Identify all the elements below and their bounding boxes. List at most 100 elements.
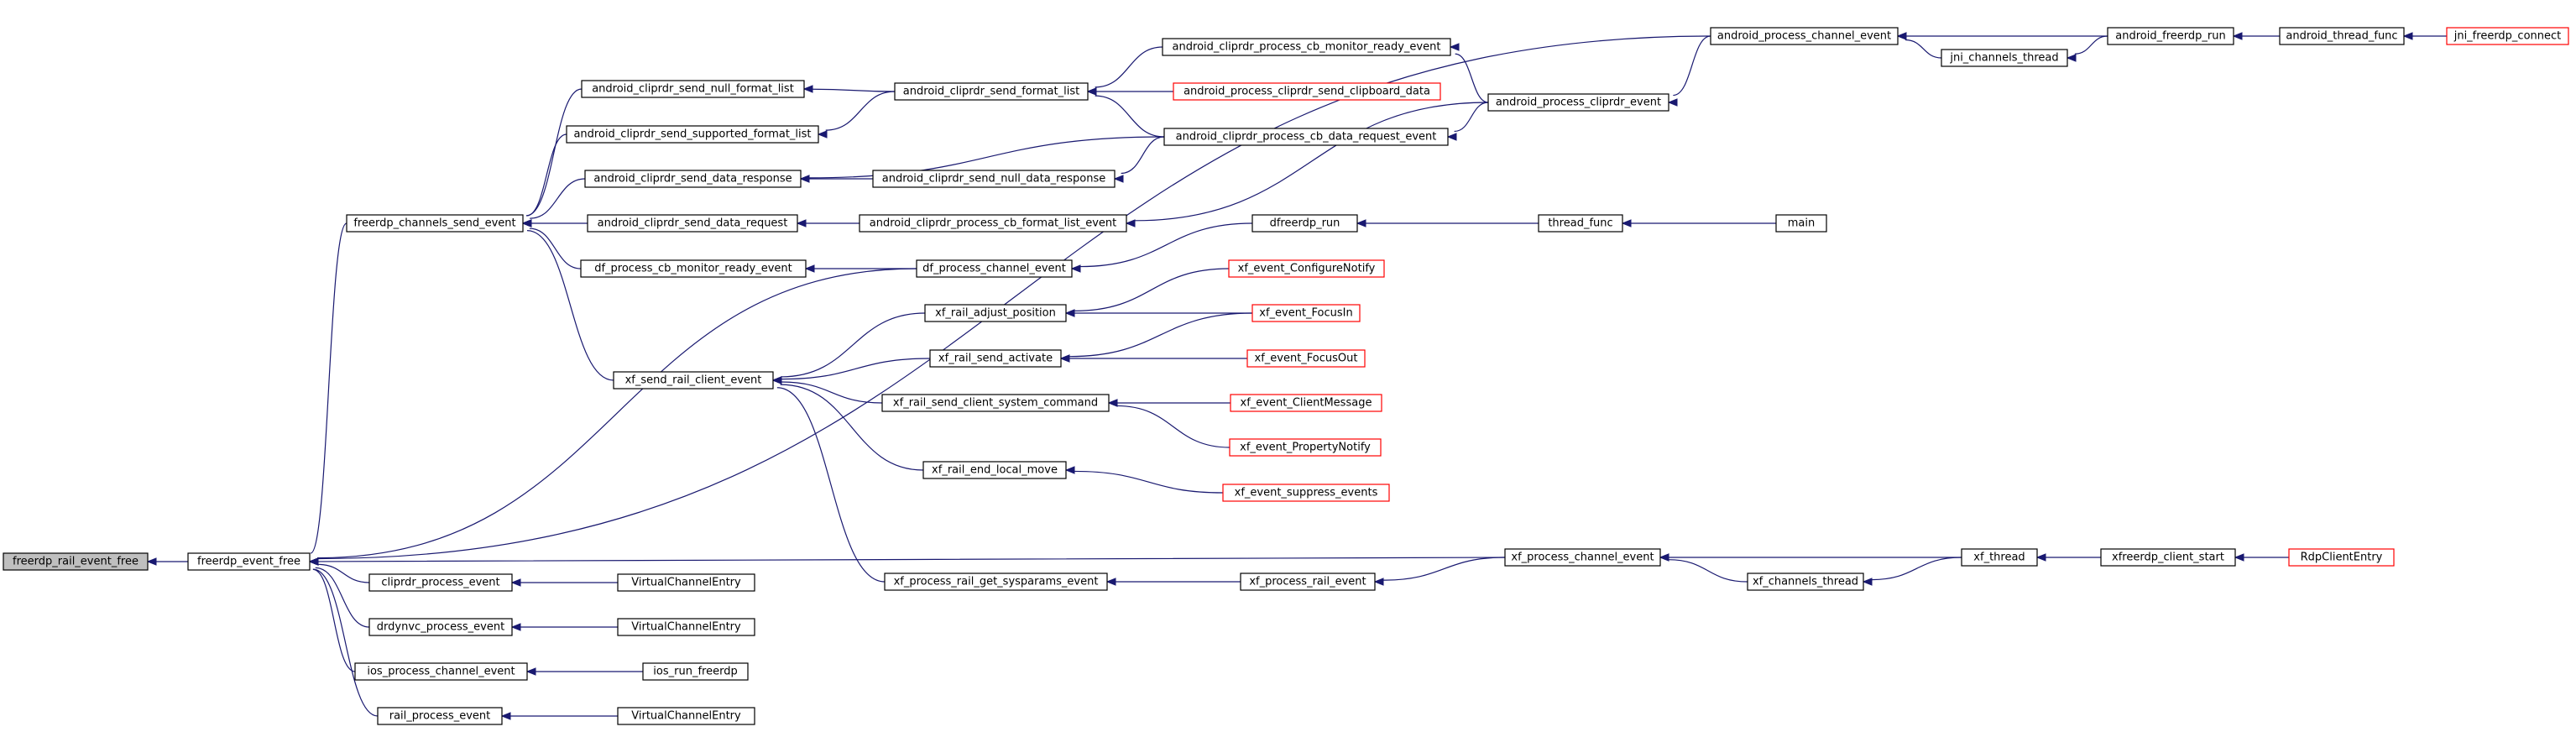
- node-rail-process-event[interactable]: rail_process_event: [377, 707, 503, 725]
- node-ios-process-channel-event[interactable]: ios_process_channel_event: [354, 662, 528, 681]
- node-xf-rail-end-local-move[interactable]: xf_rail_end_local_move: [922, 461, 1067, 479]
- node-box[interactable]: [587, 214, 798, 233]
- node-box[interactable]: [1222, 484, 1390, 502]
- node-box[interactable]: [1240, 573, 1376, 591]
- node-android-cliprdr-send-supported-format-list[interactable]: android_cliprdr_send_supported_format_li…: [566, 125, 819, 144]
- node-box[interactable]: [2288, 548, 2395, 567]
- node-android-process-cliprdr-event[interactable]: android_process_cliprdr_event: [1487, 93, 1669, 112]
- node-box[interactable]: [929, 349, 1062, 368]
- node-xf-rail-adjust-position[interactable]: xf_rail_adjust_position: [924, 304, 1067, 322]
- node-android-thread-func[interactable]: android_thread_func: [2279, 27, 2405, 45]
- node-drdynvc-process-event[interactable]: drdynvc_process_event: [368, 618, 513, 636]
- node-box[interactable]: [584, 170, 802, 188]
- node-xf-event-suppress-events[interactable]: xf_event_suppress_events: [1222, 484, 1390, 502]
- node-box[interactable]: [1961, 548, 2038, 567]
- node-box[interactable]: [1173, 82, 1441, 101]
- node-ios-run-freerdp[interactable]: ios_run_freerdp: [642, 662, 749, 681]
- node-box[interactable]: [187, 552, 311, 571]
- node-df-process-channel-event[interactable]: df_process_channel_event: [916, 259, 1073, 278]
- node-xf-event-configurenotify[interactable]: xf_event_ConfigureNotify: [1228, 259, 1385, 278]
- node-xf-event-focusout[interactable]: xf_event_FocusOut: [1246, 349, 1366, 368]
- node-android-cliprdr-send-null-format-list[interactable]: android_cliprdr_send_null_format_list: [581, 80, 805, 98]
- node-rdpcliententry[interactable]: RdpClientEntry: [2288, 548, 2395, 567]
- node-box[interactable]: [1229, 438, 1382, 457]
- node-android-cliprdr-send-data-request[interactable]: android_cliprdr_send_data_request: [587, 214, 798, 233]
- node-box[interactable]: [1487, 93, 1669, 112]
- node-box[interactable]: [1251, 214, 1358, 233]
- node-xf-event-propertynotify[interactable]: xf_event_PropertyNotify: [1229, 438, 1382, 457]
- node-xfreerdp-client-start[interactable]: xfreerdp_client_start: [2100, 548, 2236, 567]
- node-box[interactable]: [566, 125, 819, 144]
- node-box[interactable]: [859, 214, 1127, 233]
- node-box[interactable]: [872, 170, 1116, 188]
- node-box[interactable]: [377, 707, 503, 725]
- node-android-cliprdr-process-cb-monitor-ready-event[interactable]: android_cliprdr_process_cb_monitor_ready…: [1162, 38, 1451, 56]
- node-android-cliprdr-process-cb-data-request-event[interactable]: android_cliprdr_process_cb_data_request_…: [1163, 128, 1449, 146]
- node-box[interactable]: [346, 214, 524, 233]
- node-box[interactable]: [1710, 27, 1899, 45]
- node-android-cliprdr-process-cb-format-list-event[interactable]: android_cliprdr_process_cb_format_list_e…: [859, 214, 1127, 233]
- node-box[interactable]: [613, 371, 774, 390]
- node-android-cliprdr-send-null-data-response[interactable]: android_cliprdr_send_null_data_response: [872, 170, 1116, 188]
- node-box[interactable]: [884, 573, 1108, 591]
- node-box[interactable]: [2100, 548, 2236, 567]
- node-box[interactable]: [1228, 259, 1385, 278]
- node-box[interactable]: [2446, 27, 2569, 45]
- node-box[interactable]: [2107, 27, 2234, 45]
- node-box[interactable]: [1163, 128, 1449, 146]
- node-jni-channels-thread[interactable]: jni_channels_thread: [1941, 49, 2068, 67]
- node-freerdp-channels-send-event[interactable]: freerdp_channels_send_event: [346, 214, 524, 233]
- node-android-cliprdr-send-format-list[interactable]: android_cliprdr_send_format_list: [894, 82, 1089, 101]
- node-box[interactable]: [642, 662, 749, 681]
- node-box[interactable]: [354, 662, 528, 681]
- node-box[interactable]: [881, 394, 1110, 412]
- node-box[interactable]: [580, 259, 807, 278]
- node-xf-rail-send-client-system-command[interactable]: xf_rail_send_client_system_command: [881, 394, 1110, 412]
- node-thread-func[interactable]: thread_func: [1538, 214, 1623, 233]
- node-xf-event-clientmessage[interactable]: xf_event_ClientMessage: [1230, 394, 1382, 412]
- node-box[interactable]: [1251, 304, 1361, 322]
- node-android-freerdp-run[interactable]: android_freerdp_run: [2107, 27, 2234, 45]
- node-box[interactable]: [894, 82, 1089, 101]
- node-box[interactable]: [368, 573, 513, 592]
- node-box[interactable]: [1162, 38, 1451, 56]
- node-freerdp-event-free[interactable]: freerdp_event_free: [187, 552, 311, 571]
- node-box[interactable]: [1504, 548, 1661, 567]
- node-xf-process-channel-event[interactable]: xf_process_channel_event: [1504, 548, 1661, 567]
- node-xf-rail-send-activate[interactable]: xf_rail_send_activate: [929, 349, 1062, 368]
- node-box[interactable]: [2279, 27, 2405, 45]
- node-box[interactable]: [617, 618, 755, 636]
- node-xf-send-rail-client-event[interactable]: xf_send_rail_client_event: [613, 371, 774, 390]
- node-box[interactable]: [1775, 214, 1827, 233]
- node-main[interactable]: main: [1775, 214, 1827, 233]
- node-box[interactable]: [922, 461, 1067, 479]
- node-xf-channels-thread[interactable]: xf_channels_thread: [1747, 573, 1864, 591]
- node-android-cliprdr-send-data-response[interactable]: android_cliprdr_send_data_response: [584, 170, 802, 188]
- node-box[interactable]: [916, 259, 1073, 278]
- node-box[interactable]: [1538, 214, 1623, 233]
- node-box[interactable]: [1246, 349, 1366, 368]
- node-virtualchannelentry-1[interactable]: VirtualChannelEntry: [617, 573, 755, 592]
- node-box[interactable]: [3, 552, 149, 571]
- node-box[interactable]: [1747, 573, 1864, 591]
- node-xf-process-rail-event[interactable]: xf_process_rail_event: [1240, 573, 1376, 591]
- node-xf-process-rail-get-sysparams-event[interactable]: xf_process_rail_get_sysparams_event: [884, 573, 1108, 591]
- node-df-process-cb-monitor-ready-event[interactable]: df_process_cb_monitor_ready_event: [580, 259, 807, 278]
- node-box[interactable]: [1941, 49, 2068, 67]
- node-virtualchannelentry-2[interactable]: VirtualChannelEntry: [617, 618, 755, 636]
- node-virtualchannelentry-3[interactable]: VirtualChannelEntry: [617, 707, 755, 725]
- node-box[interactable]: [581, 80, 805, 98]
- node-box[interactable]: [617, 573, 755, 592]
- node-xf-thread[interactable]: xf_thread: [1961, 548, 2038, 567]
- node-box[interactable]: [1230, 394, 1382, 412]
- node-box[interactable]: [924, 304, 1067, 322]
- node-box[interactable]: [617, 707, 755, 725]
- node-android-process-cliprdr-send-clipboard-data[interactable]: android_process_cliprdr_send_clipboard_d…: [1173, 82, 1441, 101]
- node-xf-event-focusin[interactable]: xf_event_FocusIn: [1251, 304, 1361, 322]
- node-freerdp-rail-event-free[interactable]: freerdp_rail_event_free: [3, 552, 149, 571]
- node-android-process-channel-event[interactable]: android_process_channel_event: [1710, 27, 1899, 45]
- node-cliprdr-process-event[interactable]: cliprdr_process_event: [368, 573, 513, 592]
- node-box[interactable]: [368, 618, 513, 636]
- node-dfreerdp-run[interactable]: dfreerdp_run: [1251, 214, 1358, 233]
- node-jni-freerdp-connect[interactable]: jni_freerdp_connect: [2446, 27, 2569, 45]
